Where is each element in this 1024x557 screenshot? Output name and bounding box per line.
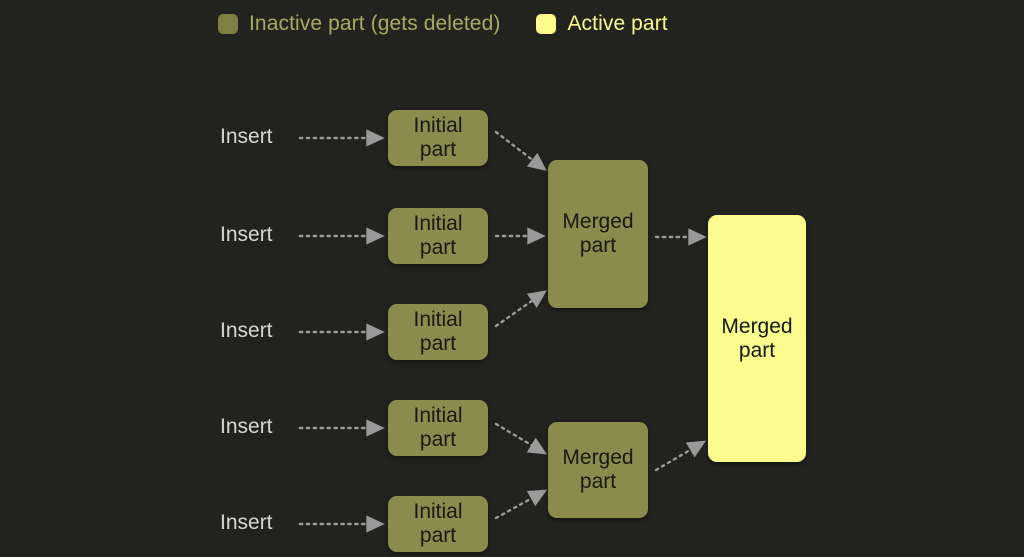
arrow-merged-b-to-active [654, 440, 707, 472]
inactive-part-swatch-icon [218, 14, 238, 34]
insert-label-2: Insert [220, 223, 273, 246]
initial-part-line1: Initial [413, 212, 463, 236]
merged-part-line2: part [738, 338, 776, 362]
arrow-initial4-to-merged-b [494, 422, 548, 455]
legend-spacer [500, 24, 536, 25]
merged-part-line1: Merged [721, 314, 793, 338]
active-part-swatch-icon [536, 14, 557, 34]
insert-label-1: Insert [220, 125, 273, 148]
arrow-initial5-to-merged-b [494, 489, 548, 520]
initial-part-line1: Initial [413, 308, 463, 332]
legend: Inactive part (gets deleted) Active part [218, 8, 668, 40]
legend-label-active: Active part [567, 12, 668, 35]
initial-part-line1: Initial [413, 404, 463, 428]
initial-part-line2: part [419, 138, 457, 161]
merged-part-line2: part [579, 470, 617, 493]
initial-part-line2: part [419, 236, 457, 259]
legend-item-active: Active part [536, 12, 668, 36]
insert-label-5: Insert [220, 511, 273, 534]
merged-part-line2: part [579, 234, 617, 257]
initial-part-line1: Initial [413, 500, 463, 524]
insert-label-3: Insert [220, 319, 273, 342]
arrow-initial1-to-merged-a [494, 130, 547, 171]
insert-label-4: Insert [220, 415, 273, 438]
initial-part-line1: Initial [413, 114, 463, 138]
legend-item-inactive: Inactive part (gets deleted) [218, 12, 500, 36]
initial-part-line2: part [419, 428, 457, 451]
arrow-initial3-to-merged-a [494, 290, 547, 328]
initial-part-line2: part [419, 524, 457, 547]
merged-part-line1: Merged [562, 210, 634, 234]
initial-part-line2: part [419, 332, 457, 355]
merged-part-line1: Merged [562, 446, 634, 470]
legend-label-inactive: Inactive part (gets deleted) [249, 12, 501, 35]
